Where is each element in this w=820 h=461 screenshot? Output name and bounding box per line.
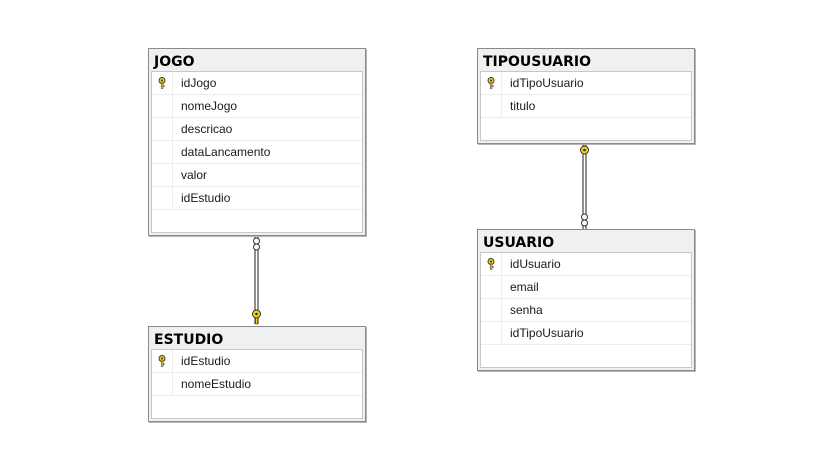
column-row[interactable]: senha — [481, 299, 691, 322]
column-row-empty[interactable] — [481, 345, 691, 367]
table-title: TIPOUSUARIO — [483, 54, 592, 70]
key-icon — [487, 258, 495, 270]
column-list: idUsuario email senha idTipoUsuario — [480, 252, 692, 368]
column-name: titulo — [510, 99, 536, 113]
relationship-usuario-tipousuario[interactable] — [580, 139, 589, 229]
column-name: idUsuario — [510, 257, 561, 271]
table-jogo[interactable]: JOGO idJogo nomeJogo descricao dataLanca… — [148, 48, 366, 236]
infinity-icon — [581, 213, 588, 227]
column-row[interactable]: idUsuario — [481, 253, 691, 276]
column-name: nomeEstudio — [181, 377, 252, 391]
column-name: nomeJogo — [181, 99, 238, 113]
column-list: idEstudio nomeEstudio — [151, 349, 363, 419]
column-name: senha — [510, 303, 543, 317]
table-tipousuario[interactable]: TIPOUSUARIO idTipoUsuario titulo — [477, 48, 695, 144]
column-row[interactable]: valor — [152, 164, 362, 187]
table-estudio[interactable]: ESTUDIO idEstudio nomeEstudio — [148, 326, 366, 422]
column-row-empty[interactable] — [152, 396, 362, 418]
column-name: idTipoUsuario — [510, 326, 584, 340]
column-row[interactable]: idEstudio — [152, 187, 362, 210]
column-row[interactable]: nomeJogo — [152, 95, 362, 118]
key-icon — [487, 77, 495, 89]
column-name: dataLancamento — [181, 145, 271, 159]
column-name: email — [510, 280, 539, 294]
table-title: ESTUDIO — [154, 332, 224, 348]
key-icon — [252, 309, 261, 325]
column-row-empty[interactable] — [152, 210, 362, 232]
table-title: USUARIO — [483, 235, 555, 251]
column-row[interactable]: idEstudio — [152, 350, 362, 373]
column-name: idJogo — [181, 76, 217, 90]
column-name: descricao — [181, 122, 233, 136]
column-row[interactable]: email — [481, 276, 691, 299]
column-row[interactable]: dataLancamento — [152, 141, 362, 164]
column-row[interactable]: nomeEstudio — [152, 373, 362, 396]
table-title: JOGO — [154, 54, 195, 70]
column-row[interactable]: idTipoUsuario — [481, 322, 691, 345]
infinity-icon — [253, 237, 260, 251]
column-list: idJogo nomeJogo descricao dataLancamento… — [151, 71, 363, 233]
table-usuario[interactable]: USUARIO idUsuario email senha idTipoUsua… — [477, 229, 695, 371]
column-list: idTipoUsuario titulo — [480, 71, 692, 141]
column-row[interactable]: descricao — [152, 118, 362, 141]
column-name: idEstudio — [181, 191, 231, 205]
column-row[interactable]: titulo — [481, 95, 691, 118]
column-name: idEstudio — [181, 354, 231, 368]
column-row-empty[interactable] — [481, 118, 691, 140]
column-row[interactable]: idTipoUsuario — [481, 72, 691, 95]
key-icon — [158, 77, 166, 89]
column-name: idTipoUsuario — [510, 76, 584, 90]
key-icon — [158, 355, 166, 367]
column-row[interactable]: idJogo — [152, 72, 362, 95]
relationship-jogo-estudio[interactable] — [252, 236, 261, 325]
column-name: valor — [181, 168, 208, 182]
